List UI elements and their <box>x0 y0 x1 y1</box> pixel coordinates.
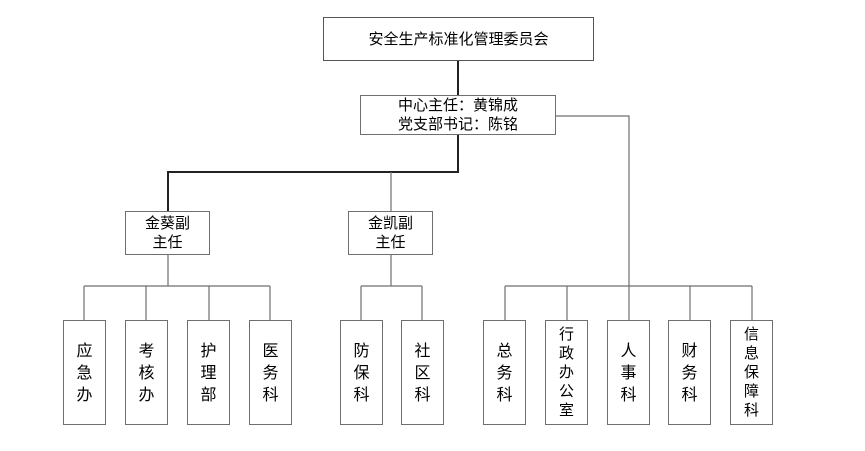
dept-label-kaoheban: 考 核 办 <box>138 340 155 404</box>
deputy-label-jinkui: 金葵副 主任 <box>144 214 190 251</box>
dept-box-xingzheng: 行 政 办 公 室 <box>545 320 588 425</box>
dept-label-hulibu: 护 理 部 <box>200 340 217 404</box>
dept-label-fangbaoke: 防 保 科 <box>353 340 370 404</box>
deputy-label-jinkai: 金凯副 主任 <box>367 214 413 251</box>
dept-box-yingjiban: 应 急 办 <box>63 320 106 425</box>
deputy-box-jinkai: 金凯副 主任 <box>348 211 433 255</box>
director-box: 中心主任：黄锦成 党支部书记：陈铭 <box>360 95 556 135</box>
deputy-box-jinkui: 金葵副 主任 <box>125 211 210 255</box>
dept-label-xingzheng: 行 政 办 公 室 <box>558 325 574 419</box>
dept-label-xinxi: 信 息 保 障 科 <box>743 325 759 419</box>
dept-label-yingjiban: 应 急 办 <box>76 340 93 404</box>
dept-box-xinxi: 信 息 保 障 科 <box>730 320 773 425</box>
dept-box-renshike: 人 事 科 <box>607 320 650 425</box>
committee-box: 安全生产标准化管理委员会 <box>323 17 594 61</box>
connector-director-right-branch <box>555 115 630 286</box>
dept-box-shequke: 社 区 科 <box>401 320 444 425</box>
party-secretary-name: 党支部书记：陈铭 <box>397 115 518 133</box>
director-name: 中心主任：黄锦成 <box>397 96 518 114</box>
dept-box-kaoheban: 考 核 办 <box>125 320 168 425</box>
dept-label-yiwuke: 医 务 科 <box>262 340 279 404</box>
committee-label: 安全生产标准化管理委员会 <box>368 29 549 48</box>
dept-label-caiwuke: 财 务 科 <box>681 340 698 404</box>
dept-label-zongwuke: 总 务 科 <box>496 340 513 404</box>
dept-box-caiwuke: 财 务 科 <box>668 320 711 425</box>
connector-director-deputies <box>167 134 459 211</box>
dept-box-zongwuke: 总 务 科 <box>483 320 526 425</box>
dept-label-renshike: 人 事 科 <box>620 340 637 404</box>
dept-box-fangbaoke: 防 保 科 <box>340 320 383 425</box>
dept-box-yiwuke: 医 务 科 <box>249 320 292 425</box>
dept-label-shequke: 社 区 科 <box>414 340 431 404</box>
dept-box-hulibu: 护 理 部 <box>187 320 230 425</box>
